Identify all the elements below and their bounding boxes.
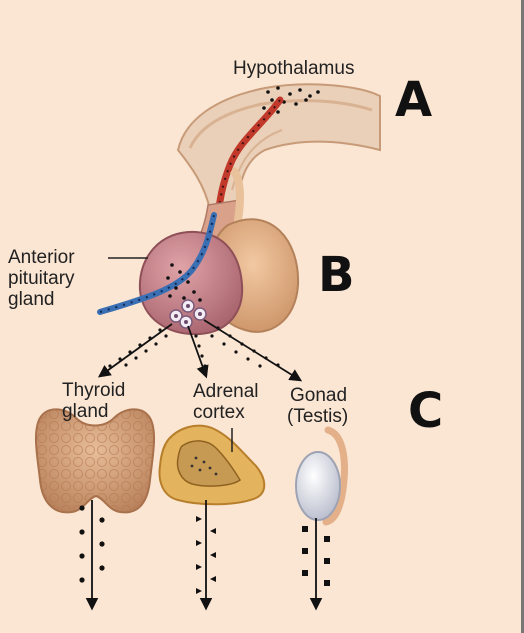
thyroid-label-line2: gland	[62, 401, 109, 422]
hypothalamus-label: Hypothalamus	[233, 58, 355, 79]
marker-c: C	[408, 383, 444, 439]
anterior-pituitary-label-line2: pituitary	[8, 268, 75, 289]
right-edge-border	[521, 0, 524, 633]
thyroid-label: Thyroid gland	[62, 380, 125, 422]
anterior-pituitary-label: Anterior pituitary gland	[8, 247, 75, 310]
gonad-label-line1: Gonad	[290, 385, 348, 406]
anterior-pituitary-label-line3: gland	[8, 289, 55, 310]
gonad-hormone-squares	[302, 526, 330, 586]
adrenal-dots	[190, 456, 218, 476]
adrenal-label-line1: Adrenal	[193, 381, 259, 402]
adrenal-medulla	[176, 440, 241, 487]
adrenal-hormone-triangles	[196, 516, 216, 594]
thyroid-label-line1: Thyroid	[62, 380, 126, 401]
adrenal-label-line2: cortex	[193, 402, 245, 423]
anterior-pituitary-label-line1: Anterior	[8, 247, 75, 268]
testis	[295, 451, 341, 521]
hypothalamus-neuron-dots	[262, 86, 320, 114]
epididymis	[322, 426, 348, 526]
gonad-label: Gonad (Testis)	[287, 385, 348, 427]
blood-vessel-blue	[97, 212, 217, 315]
portal-vessel-red	[214, 96, 284, 219]
marker-b: B	[318, 247, 355, 303]
pituitary-to-target-arrows	[97, 319, 303, 382]
thyroid-hormone-dots	[79, 505, 105, 583]
gonad-label-line2: (Testis)	[287, 406, 349, 427]
thyroid-texture	[35, 409, 155, 513]
marker-a: A	[395, 72, 433, 128]
posterior-stalk	[229, 166, 244, 241]
target-output-arrows	[85, 500, 323, 611]
adrenal-label: Adrenal cortex	[193, 381, 259, 423]
hormone-dot-trails	[108, 326, 280, 368]
pituitary-hormone-dots	[166, 263, 202, 302]
